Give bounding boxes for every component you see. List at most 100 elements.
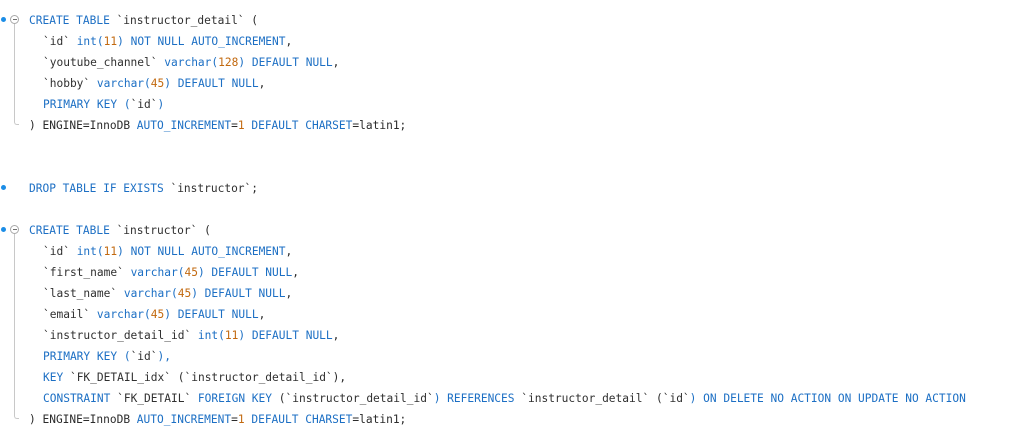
fold-collapse-icon[interactable] xyxy=(10,225,19,234)
code-token: PRIMARY KEY ( xyxy=(43,98,131,111)
code-token: FOREIGN KEY xyxy=(191,392,279,405)
code-token: ; xyxy=(251,182,259,195)
code-token: CREATE TABLE xyxy=(29,14,117,27)
code-token: 45 xyxy=(184,266,198,279)
code-line[interactable]: KEY `FK_DETAIL_idx` (`instructor_detail_… xyxy=(0,367,1019,388)
code-token: ) xyxy=(157,98,165,111)
code-token: 11 xyxy=(103,245,118,258)
code-token: = xyxy=(82,119,90,132)
code-token: 45 xyxy=(177,287,192,300)
code-text: PRIMARY KEY (`id`), xyxy=(43,346,171,367)
code-token: AUTO_INCREMENT xyxy=(130,413,232,426)
code-token: `instructor_detail_id` xyxy=(285,392,434,405)
fold-guide-line xyxy=(14,31,15,52)
code-token: 45 xyxy=(150,308,165,321)
code-token: = xyxy=(231,413,238,426)
sql-code-editor[interactable]: CREATE TABLE `instructor_detail` (`id` i… xyxy=(0,10,1019,430)
code-text: KEY `FK_DETAIL_idx` (`instructor_detail_… xyxy=(43,367,346,388)
code-line[interactable] xyxy=(0,157,1019,178)
fold-end-marker xyxy=(14,115,19,125)
code-token: DROP TABLE IF EXISTS xyxy=(29,182,171,195)
code-text: ) ENGINE=InnoDB AUTO_INCREMENT=1 DEFAULT… xyxy=(29,409,406,430)
code-line[interactable]: `email` varchar(45) DEFAULT NULL, xyxy=(0,304,1019,325)
statement-dot-icon[interactable] xyxy=(1,17,6,22)
fold-guide-line xyxy=(14,346,15,367)
code-token: varchar( xyxy=(123,266,185,279)
code-token: KEY xyxy=(43,371,70,384)
code-token: ) ON DELETE NO ACTION ON UPDATE NO ACTIO… xyxy=(689,392,966,405)
code-text: `id` int(11) NOT NULL AUTO_INCREMENT, xyxy=(43,31,292,52)
code-line[interactable]: `id` int(11) NOT NULL AUTO_INCREMENT, xyxy=(0,31,1019,52)
code-text: DROP TABLE IF EXISTS `instructor`; xyxy=(29,178,258,199)
code-token: ) DEFAULT NULL xyxy=(164,77,259,90)
code-token: , xyxy=(258,308,266,321)
code-token: InnoDB xyxy=(89,119,131,132)
code-token: `instructor_detail` xyxy=(116,14,245,27)
statement-dot-icon[interactable] xyxy=(1,185,6,190)
statement-dot-icon[interactable] xyxy=(1,227,6,232)
code-token: `FK_DETAIL_idx` xyxy=(69,371,171,384)
code-token: 1 xyxy=(237,413,245,426)
fold-collapse-icon[interactable] xyxy=(10,15,19,24)
code-token: = xyxy=(352,413,360,426)
code-token: ( xyxy=(649,392,663,405)
code-line[interactable]: CREATE TABLE `instructor_detail` ( xyxy=(0,10,1019,31)
code-text: ) ENGINE=InnoDB AUTO_INCREMENT=1 DEFAULT… xyxy=(29,115,406,136)
code-token: varchar( xyxy=(157,56,219,69)
code-token: , xyxy=(332,56,340,69)
code-text: `last_name` varchar(45) DEFAULT NULL, xyxy=(43,283,292,304)
code-token: `email` xyxy=(43,308,91,321)
code-token: ) NOT NULL AUTO_INCREMENT xyxy=(117,35,286,48)
code-token: latin1; xyxy=(359,413,407,426)
code-line[interactable]: CONSTRAINT `FK_DETAIL` FOREIGN KEY (`ins… xyxy=(0,388,1019,409)
fold-guide-line xyxy=(14,24,15,31)
code-token: ), xyxy=(157,350,171,363)
code-token: `id` xyxy=(662,392,690,405)
code-token: ), xyxy=(332,371,347,384)
code-token: ) ENGINE xyxy=(29,119,83,132)
code-text: `email` varchar(45) DEFAULT NULL, xyxy=(43,304,265,325)
code-token: `instructor_detail_id` xyxy=(184,371,333,384)
code-token: 11 xyxy=(103,35,118,48)
code-token: ( xyxy=(197,224,211,237)
code-token: `id` xyxy=(43,35,70,48)
code-token: AUTO_INCREMENT xyxy=(130,119,232,132)
code-token: `instructor_detail_id` xyxy=(43,329,192,342)
code-line[interactable] xyxy=(0,136,1019,157)
fold-guide-line xyxy=(14,262,15,283)
code-line[interactable] xyxy=(0,199,1019,220)
code-token: `instructor` xyxy=(116,224,198,237)
code-line[interactable]: `id` int(11) NOT NULL AUTO_INCREMENT, xyxy=(0,241,1019,262)
code-token: int( xyxy=(69,35,104,48)
code-token: `first_name` xyxy=(43,266,124,279)
code-line[interactable]: `instructor_detail_id` int(11) DEFAULT N… xyxy=(0,325,1019,346)
code-token: `hobby` xyxy=(43,77,91,90)
fold-guide-line xyxy=(14,73,15,94)
code-token: = xyxy=(352,119,360,132)
code-line[interactable]: ) ENGINE=InnoDB AUTO_INCREMENT=1 DEFAULT… xyxy=(0,409,1019,430)
code-token: int( xyxy=(191,329,225,342)
code-line[interactable]: PRIMARY KEY (`id`) xyxy=(0,94,1019,115)
code-token: InnoDB xyxy=(89,413,131,426)
fold-end-marker xyxy=(14,409,19,419)
code-token: ) DEFAULT NULL xyxy=(197,266,293,279)
code-line[interactable]: `last_name` varchar(45) DEFAULT NULL, xyxy=(0,283,1019,304)
code-line[interactable]: `youtube_channel` varchar(128) DEFAULT N… xyxy=(0,52,1019,73)
code-line[interactable]: ) ENGINE=InnoDB AUTO_INCREMENT=1 DEFAULT… xyxy=(0,115,1019,136)
code-line[interactable]: CREATE TABLE `instructor` ( xyxy=(0,220,1019,241)
code-line[interactable]: `first_name` varchar(45) DEFAULT NULL, xyxy=(0,262,1019,283)
code-text: `youtube_channel` varchar(128) DEFAULT N… xyxy=(43,52,339,73)
fold-guide-line xyxy=(14,304,15,325)
code-line[interactable]: `hobby` varchar(45) DEFAULT NULL, xyxy=(0,73,1019,94)
code-token: , xyxy=(285,245,293,258)
code-token: ) DEFAULT NULL xyxy=(238,56,333,69)
code-line[interactable]: PRIMARY KEY (`id`), xyxy=(0,346,1019,367)
code-token: varchar( xyxy=(90,77,151,90)
fold-guide-line xyxy=(14,241,15,262)
code-token: int( xyxy=(69,245,104,258)
code-text: CREATE TABLE `instructor` ( xyxy=(29,220,211,241)
code-line[interactable]: DROP TABLE IF EXISTS `instructor`; xyxy=(0,178,1019,199)
code-token: ( xyxy=(278,392,286,405)
code-token: , xyxy=(285,35,293,48)
code-token: `youtube_channel` xyxy=(43,56,158,69)
